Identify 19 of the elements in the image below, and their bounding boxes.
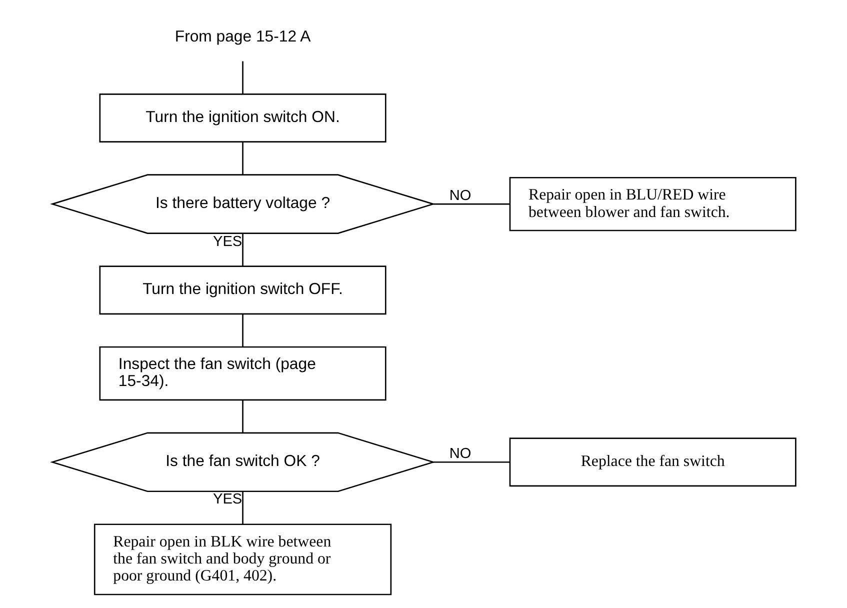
connector xyxy=(432,461,510,463)
node-box: Turn the ignition switch OFF. xyxy=(98,266,386,315)
connector xyxy=(432,203,510,205)
connector xyxy=(242,491,243,524)
node-box: Turn the ignition switch ON. xyxy=(98,94,386,142)
connector xyxy=(242,61,243,94)
connector xyxy=(242,142,243,175)
node-box: Replace the fan switch xyxy=(508,438,796,487)
edge-label: YES xyxy=(212,491,242,508)
node-box: Repair open in BLK wire between the fan switch and body ground or poor ground (G401, 402). xyxy=(93,524,392,596)
edge-label: NO xyxy=(448,188,471,204)
connector xyxy=(242,400,243,433)
edge-label: YES xyxy=(212,234,242,250)
node-box: Repair open in BLU/RED wire between blower and fan switch. xyxy=(508,176,796,232)
node-box: Inspect the fan switch (page 15-34). xyxy=(98,346,386,401)
connector xyxy=(242,314,243,347)
node-text: From page 15-12 A xyxy=(174,28,310,46)
edge-label: NO xyxy=(448,446,471,462)
connector xyxy=(242,234,243,266)
